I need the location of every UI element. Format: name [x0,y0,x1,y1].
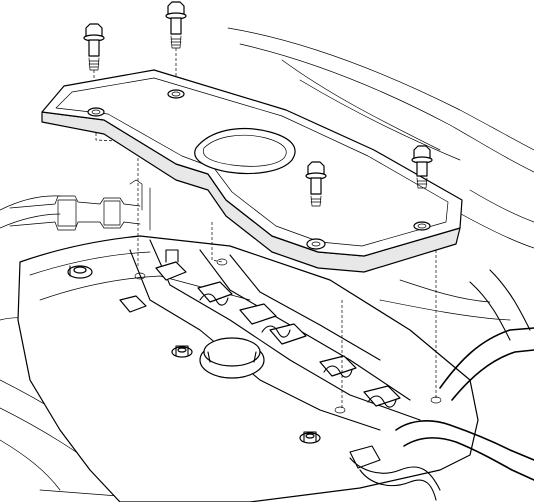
bolt-hole-3 [306,238,326,250]
harness-connector-left [9,179,151,231]
bolt-hole-1 [87,107,105,117]
bolt-4 [411,145,433,189]
bolt-1 [83,23,105,71]
bolt-3 [305,161,327,207]
hoses-right [349,269,534,501]
engine-cover-plate [41,69,463,273]
bolt-hole-2 [167,89,185,99]
bolt-hole-4 [413,221,431,231]
bolt-2 [165,1,187,49]
cylinder-head-cover [17,235,479,502]
